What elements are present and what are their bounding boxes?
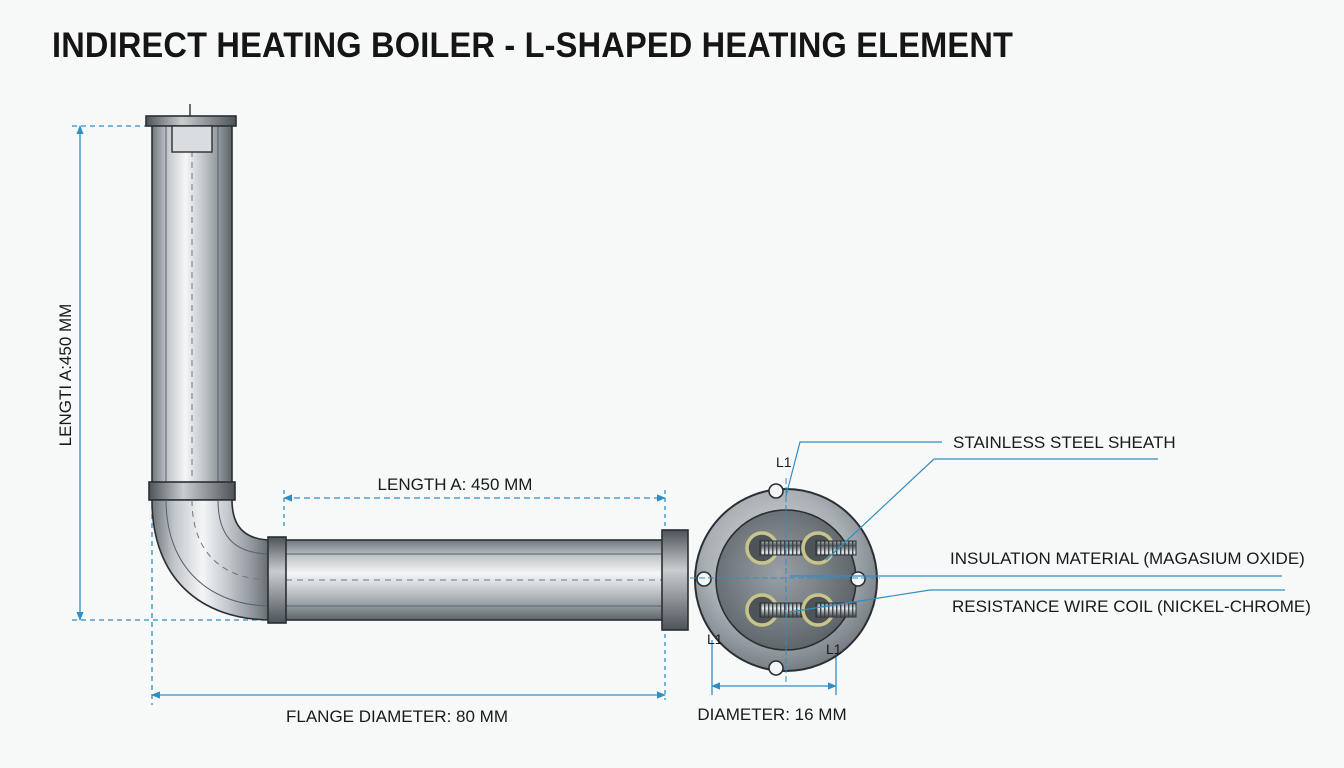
leader-sheath [825, 458, 1158, 561]
flange-diameter-label: FLANGE DIAMETER: 80 MM [286, 707, 508, 726]
pipe-elbow [151, 499, 273, 621]
top-plug [171, 125, 213, 153]
elbow-collar-vertical [148, 481, 236, 501]
bolt-hole-icon [850, 571, 866, 587]
bolt-hole-icon [768, 483, 784, 499]
vertical-pipe [145, 104, 237, 501]
diameter-label: DIAMETER: 16 MM [697, 705, 846, 724]
bolt-hole-icon [696, 571, 712, 587]
vertical-length-label: LENGTI A:450 MM [56, 304, 75, 447]
terminal-label-top: L1 [776, 454, 792, 470]
coil-callout: RESISTANCE WIRE COIL (NICKEL-CHROME) [952, 597, 1311, 616]
dimension-lines [72, 125, 837, 705]
horizontal-pipe [267, 529, 689, 631]
bolt-hole-icon [768, 660, 784, 676]
terminal-bottom-left [745, 593, 803, 627]
flange-neck [661, 529, 689, 631]
terminal-label-bottom-left: L1 [707, 631, 723, 647]
top-end-cap [145, 115, 237, 127]
leader-coil [789, 589, 1285, 613]
flange [690, 478, 880, 682]
terminal-label-bottom-right: L1 [826, 641, 842, 657]
terminal-top-left [745, 531, 803, 565]
sheath-callout: STAINLESS STEEL SHEATH [953, 433, 1176, 452]
elbow-collar-horizontal [267, 536, 287, 624]
leader-sheath-top [785, 441, 942, 497]
terminal-top-right [801, 531, 857, 565]
callout-leaders [785, 441, 1285, 613]
diagram-title: INDIRECT HEATING BOILER - L-SHAPED HEATI… [52, 26, 1014, 65]
insulation-callout: INSULATION MATERIAL (MAGASIUM OXIDE) [950, 549, 1305, 568]
horizontal-length-label: LENGTH A: 450 MM [378, 475, 533, 494]
